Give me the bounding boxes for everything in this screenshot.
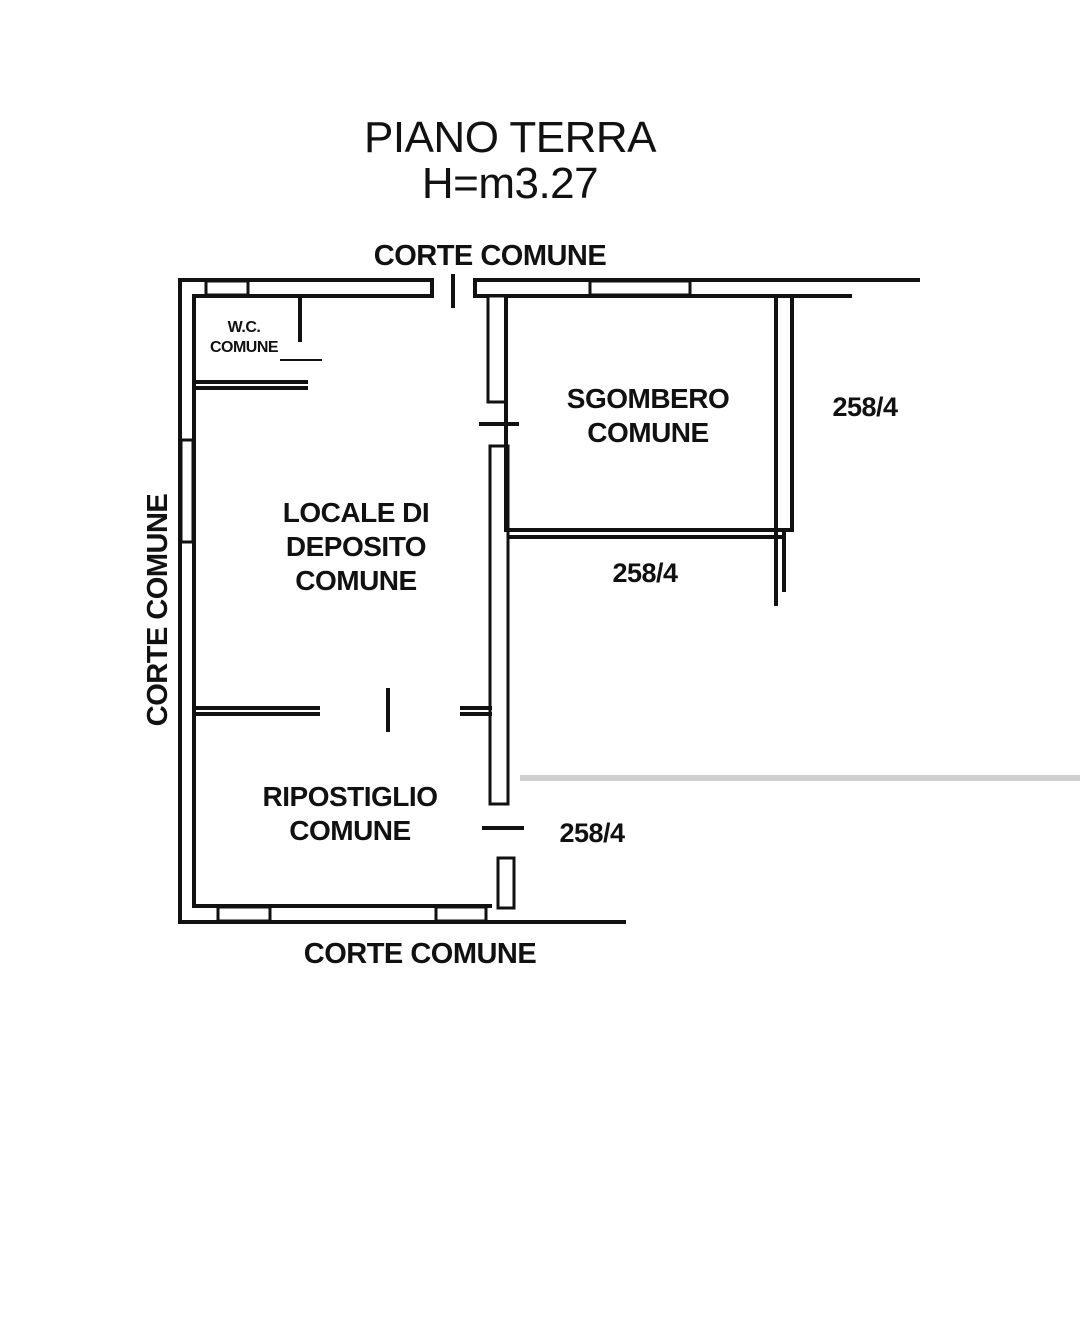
parcel-label-bottom: 258/4 (559, 818, 625, 848)
room-ripostiglio-line-2: COMUNE (289, 815, 410, 846)
room-ripostiglio-line-1: RIPOSTIGLIO (263, 781, 438, 812)
room-wc-line-1: W.C. (228, 319, 261, 336)
court-label-left: CORTE COMUNE (142, 494, 174, 727)
window-left (179, 438, 195, 544)
walls (178, 274, 920, 924)
window-bottom-left (216, 905, 272, 923)
plan-height: H=m3.27 (422, 159, 598, 208)
court-label-top: CORTE COMUNE (374, 240, 607, 272)
parcel-label-middle: 258/4 (612, 558, 678, 588)
room-wc-line-2: COMUNE (210, 339, 279, 356)
room-deposito-line-2: DEPOSITO (286, 531, 426, 562)
parcel-label-right: 258/4 (832, 392, 898, 422)
room-deposito-line-3: COMUNE (295, 565, 416, 596)
plan-title: PIANO TERRA (364, 113, 657, 162)
room-sgombero-line-1: SGOMBERO (567, 383, 729, 414)
court-label-bottom: CORTE COMUNE (304, 938, 537, 970)
window-bottom-right (434, 905, 488, 923)
window-top-left (204, 279, 250, 297)
room-sgombero-line-2: COMUNE (587, 417, 708, 448)
room-deposito-line-1: LOCALE DI (283, 497, 429, 528)
window-top (588, 279, 692, 297)
